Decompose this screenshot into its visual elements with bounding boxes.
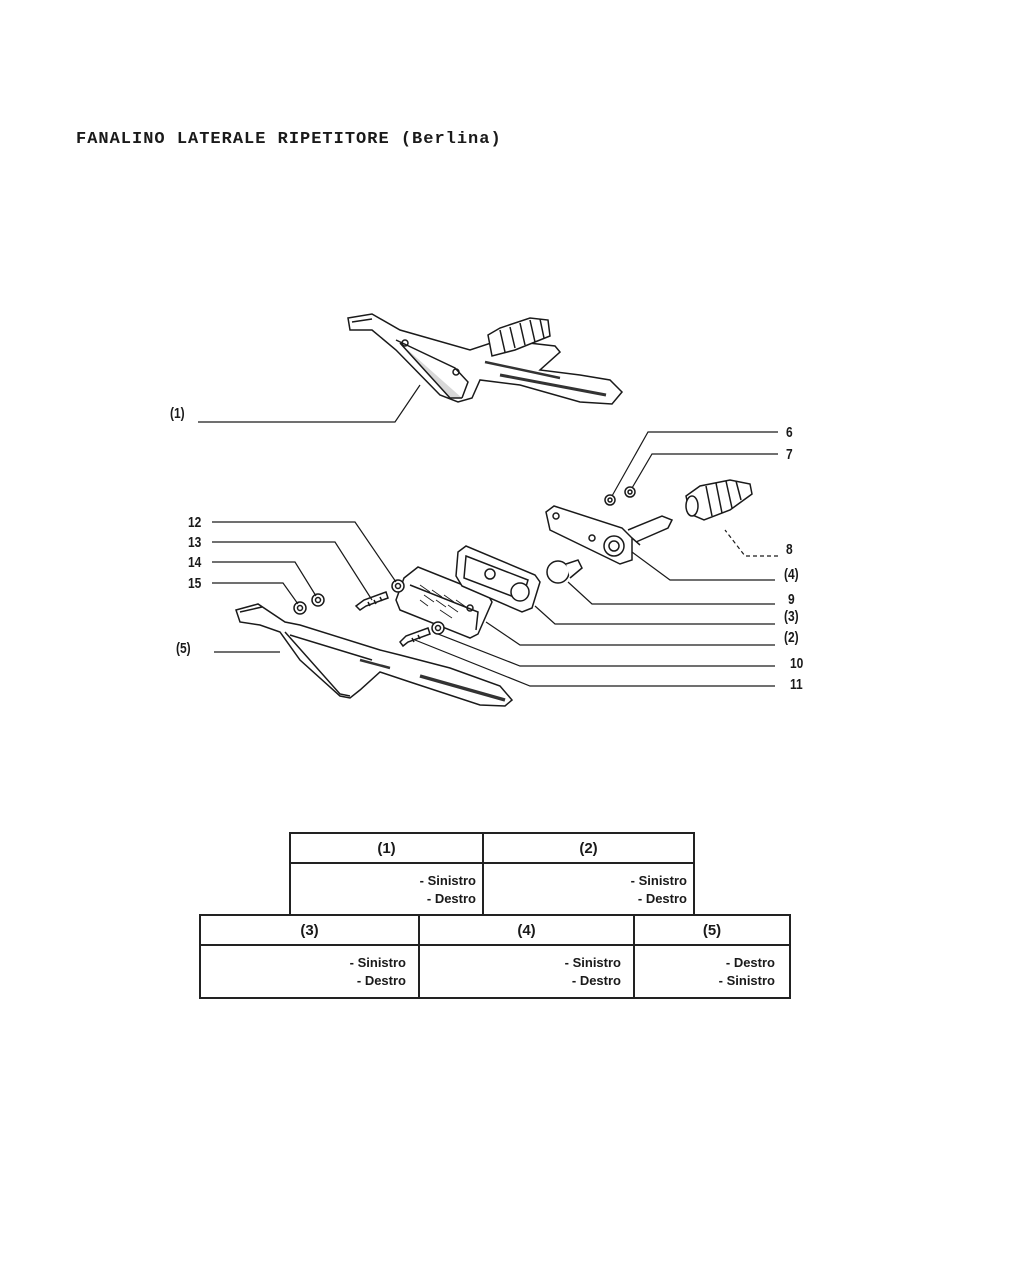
- gasket: [455, 545, 541, 613]
- callout-7: 7: [786, 446, 793, 463]
- callout-4: (4): [784, 566, 799, 583]
- cell-header: (2): [484, 834, 693, 864]
- table-cell-4: (4) - Sinistro - Destro: [420, 916, 635, 997]
- side-label: - Sinistro: [349, 955, 406, 970]
- exploded-parts-diagram: [198, 313, 778, 707]
- cell-header: (3): [201, 916, 418, 946]
- side-label: - Sinistro: [630, 872, 687, 888]
- table-cell-3: (3) - Sinistro - Destro: [201, 916, 420, 997]
- side-label: - Destro: [356, 973, 406, 988]
- variant-table-bottom: (3) - Sinistro - Destro (4) - Sinistro -…: [199, 914, 791, 999]
- nut-12: [391, 579, 405, 593]
- callout-5: (5): [176, 640, 191, 657]
- rubber-boot: [685, 479, 753, 521]
- nut-7: [624, 486, 636, 498]
- variant-table-top: (1) - Sinistro - Destro (2) - Sinistro -…: [289, 832, 695, 916]
- table-cell-2: (2) - Sinistro - Destro: [484, 834, 693, 914]
- side-label: - Destro: [571, 973, 621, 988]
- table-cell-1: (1) - Sinistro - Destro: [291, 834, 484, 914]
- page-title: FANALINO LATERALE RIPETITORE (Berlina): [76, 130, 502, 149]
- callout-11: 11: [790, 676, 803, 693]
- table-cell-5: (5) - Destro - Sinistro: [635, 916, 789, 997]
- cell-body: - Sinistro - Destro: [291, 864, 482, 914]
- callout-13: 13: [188, 534, 202, 551]
- side-label: - Sinistro: [564, 955, 621, 970]
- callout-14: 14: [188, 554, 202, 571]
- leader-lines: [198, 384, 778, 687]
- cell-body: - Destro - Sinistro: [635, 946, 789, 997]
- lamp-holder: [545, 505, 674, 565]
- callout-3: (3): [784, 608, 799, 625]
- callout-1: (1): [170, 405, 185, 422]
- side-label: - Destro: [426, 890, 476, 906]
- cell-header: (1): [291, 834, 482, 864]
- cell-body: - Sinistro - Destro: [201, 946, 418, 997]
- screw-13: [354, 591, 389, 611]
- callout-12: 12: [188, 514, 202, 531]
- cell-body: - Sinistro - Destro: [420, 946, 633, 997]
- lens: [395, 566, 493, 639]
- bulb: [546, 559, 583, 584]
- side-label: - Destro: [725, 955, 775, 970]
- callout-9: 9: [788, 591, 795, 608]
- side-label: - Sinistro: [718, 973, 775, 988]
- bracket-bottom: [235, 603, 514, 707]
- callout-2: (2): [784, 629, 799, 646]
- callout-6: 6: [786, 424, 793, 441]
- side-label: - Destro: [637, 890, 687, 906]
- side-label: - Sinistro: [419, 872, 476, 888]
- nut-14: [311, 593, 325, 607]
- nut-6: [604, 494, 616, 506]
- cell-header: (4): [420, 916, 633, 946]
- cell-body: - Sinistro - Destro: [484, 864, 693, 914]
- washer-15: [293, 601, 307, 615]
- callout-8: 8: [786, 541, 793, 558]
- cell-header: (5): [635, 916, 789, 946]
- screw-10: [399, 627, 431, 648]
- washer-11: [431, 621, 445, 635]
- lamp-assembly-top: [347, 313, 624, 405]
- callout-10: 10: [790, 655, 804, 672]
- callout-15: 15: [188, 575, 202, 592]
